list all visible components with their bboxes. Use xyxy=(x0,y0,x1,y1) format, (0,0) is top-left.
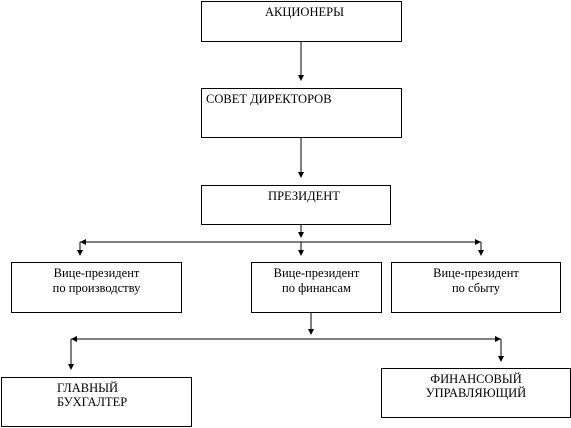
finance-manager-box: ФИНАНСОВЫЙ УПРАВЛЯЮЩИЙ xyxy=(381,368,571,418)
chief-accountant-line2: БУХГАЛТЕР xyxy=(57,395,128,409)
arrow-tip-left xyxy=(80,239,86,245)
finance-manager-line2: УПРАВЛЯЮЩИЙ xyxy=(425,386,527,400)
vp-sales-box: Вице-президент по сбыту xyxy=(391,262,561,313)
arrow-tip-right-lower xyxy=(495,336,501,342)
vp-production-title: Вице-президент xyxy=(53,266,140,280)
arrow-tip-right xyxy=(475,239,481,245)
finance-manager-line1: ФИНАНСОВЫЙ xyxy=(430,372,522,386)
chief-accountant-line1: ГЛАВНЫЙ xyxy=(57,381,119,395)
president-box: ПРЕЗИДЕНТ xyxy=(201,185,391,225)
president-label: ПРЕЗИДЕНТ xyxy=(268,189,340,203)
chief-accountant-box: ГЛАВНЫЙ БУХГАЛТЕР xyxy=(1,377,192,427)
board-of-directors-box: СОВЕТ ДИРЕКТОРОВ xyxy=(201,88,402,138)
vp-production-area: по производству xyxy=(52,281,141,295)
vp-finance-box: Вице-президент по финансам xyxy=(251,262,382,313)
vp-finance-title: Вице-президент xyxy=(273,266,360,280)
vp-finance-area: по финансам xyxy=(282,281,351,295)
vp-sales-area: по сбыту xyxy=(451,281,501,295)
board-of-directors-label: СОВЕТ ДИРЕКТОРОВ xyxy=(206,92,332,106)
vp-sales-title: Вице-президент xyxy=(433,266,519,280)
shareholders-label: АКЦИОНЕРЫ xyxy=(265,5,344,19)
shareholders-box: АКЦИОНЕРЫ xyxy=(201,1,402,42)
vp-production-box: Вице-президент по производству xyxy=(11,262,182,313)
arrow-tip-left-lower xyxy=(71,336,77,342)
